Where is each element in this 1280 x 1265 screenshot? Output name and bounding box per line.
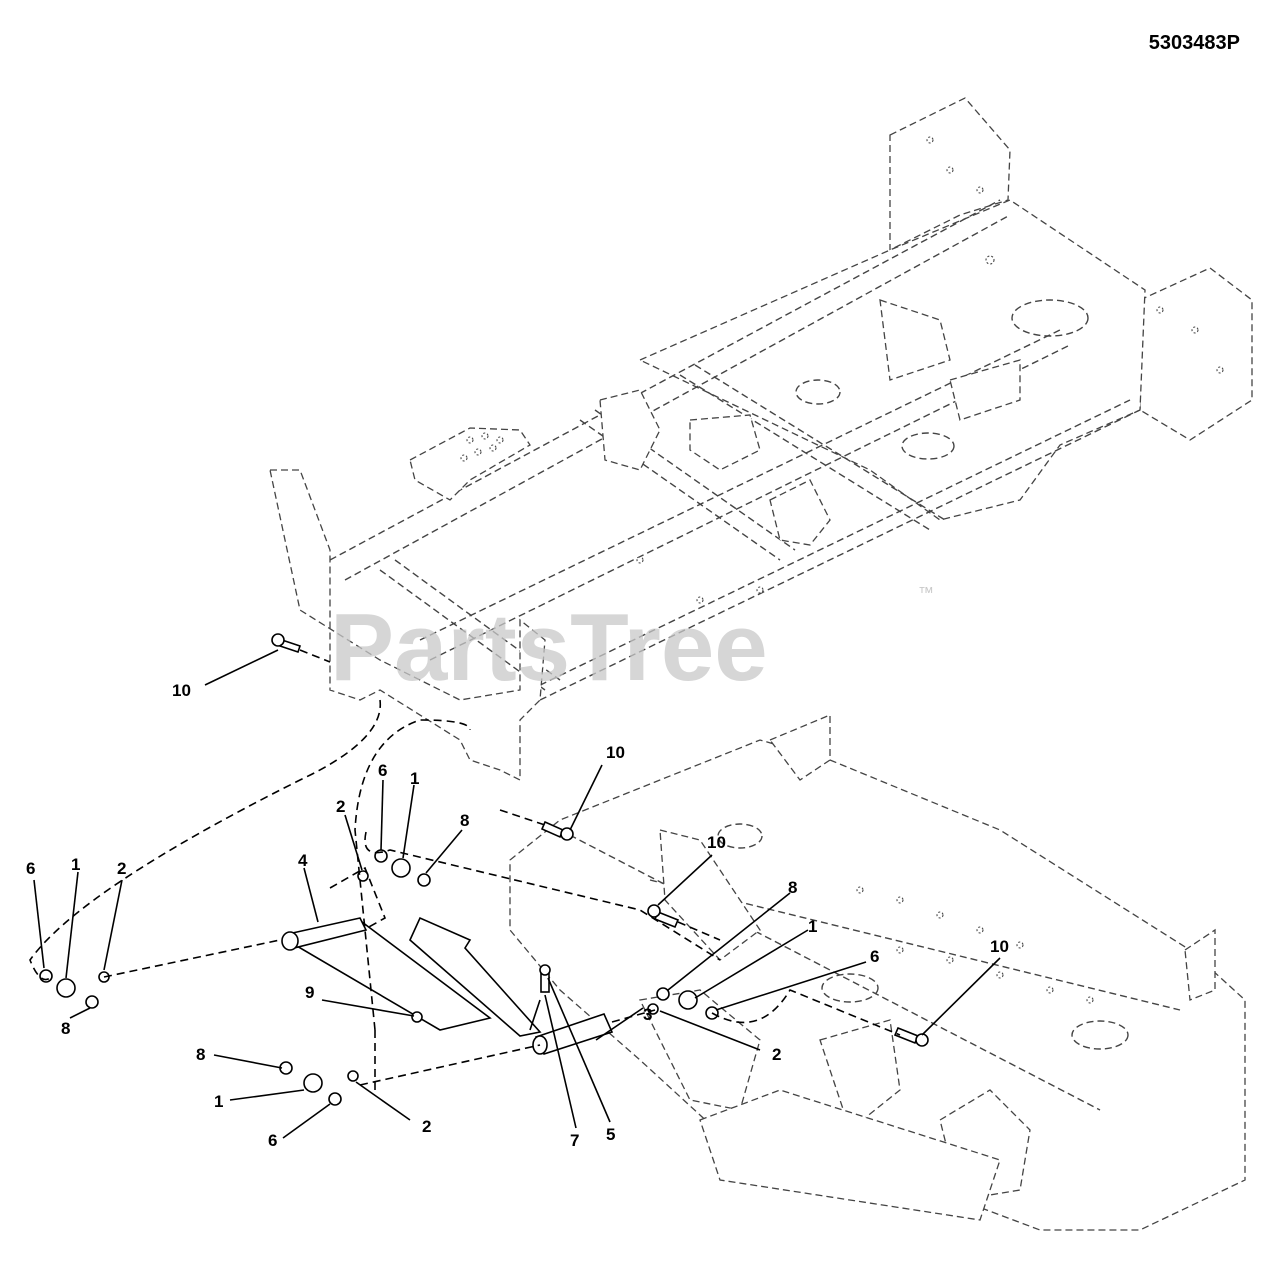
callout-10: 10 [990,937,1009,956]
callout-1: 1 [71,855,80,874]
part-1-bushing-bottom [303,1073,323,1093]
leader-lines [33,649,1001,1139]
parts [39,633,929,1106]
callout-6: 6 [870,947,879,966]
part-1-bushing-left [56,978,76,998]
part-1-bushing-top [391,858,411,878]
part-8-nut-right [656,987,670,1001]
part-number: 5303483P [1148,32,1240,54]
callout-1: 1 [410,769,419,788]
callout-8: 8 [460,811,469,830]
callout-1: 1 [808,917,817,936]
callout-2: 2 [117,859,126,878]
callout-10: 10 [606,743,625,762]
callout-2: 2 [772,1045,781,1064]
mower-frame [269,97,1253,782]
watermark-tm: ™ [918,585,934,602]
callout-10: 10 [172,681,191,700]
part-2-spacer-bottom [347,1070,359,1082]
callout-6: 6 [268,1131,277,1150]
part-10-bolt-3 [647,904,680,929]
part-10-bolt-1 [271,633,302,654]
callout-3: 3 [643,1005,652,1024]
callouts: 10 10 10 10 2 6 1 8 6 1 2 4 8 9 8 1 6 2 … [26,681,1009,1150]
part-10-bolt-2 [540,820,574,841]
part-8-nut-left [85,995,99,1009]
callout-7: 7 [570,1131,579,1150]
part-9-screw [411,1011,423,1023]
callout-6: 6 [26,859,35,878]
callout-8: 8 [61,1019,70,1038]
part-8-nut-top [417,873,431,887]
assembly-lines [29,649,901,1090]
callout-2: 2 [422,1117,431,1136]
callout-2: 2 [336,797,345,816]
callout-1: 1 [214,1092,223,1111]
callout-8: 8 [788,878,797,897]
part-3-plate [409,916,542,1037]
callout-9: 9 [305,983,314,1002]
part-4-tube [281,931,299,951]
watermark: PartsTree [330,594,768,701]
callout-8: 8 [196,1045,205,1064]
part-6-washer-bottom [328,1092,342,1106]
part-2-spacer-top [357,870,369,882]
callout-6: 6 [378,761,387,780]
mower-deck [509,714,1246,1231]
part-10-bolt-4 [893,1026,929,1047]
callout-10: 10 [707,833,726,852]
callout-4: 4 [298,851,308,870]
part-1-bushing-right [678,990,698,1010]
callout-5: 5 [606,1125,615,1144]
